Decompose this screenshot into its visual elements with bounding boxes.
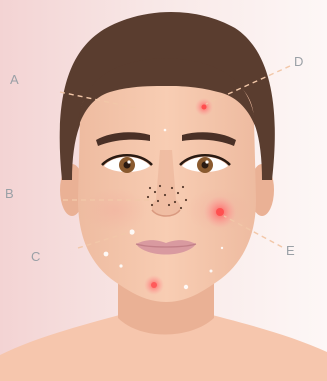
label-d: D xyxy=(294,55,304,68)
label-e: E xyxy=(286,244,295,257)
label-c: C xyxy=(31,250,41,263)
label-b: B xyxy=(5,187,14,200)
label-a: A xyxy=(10,73,19,86)
